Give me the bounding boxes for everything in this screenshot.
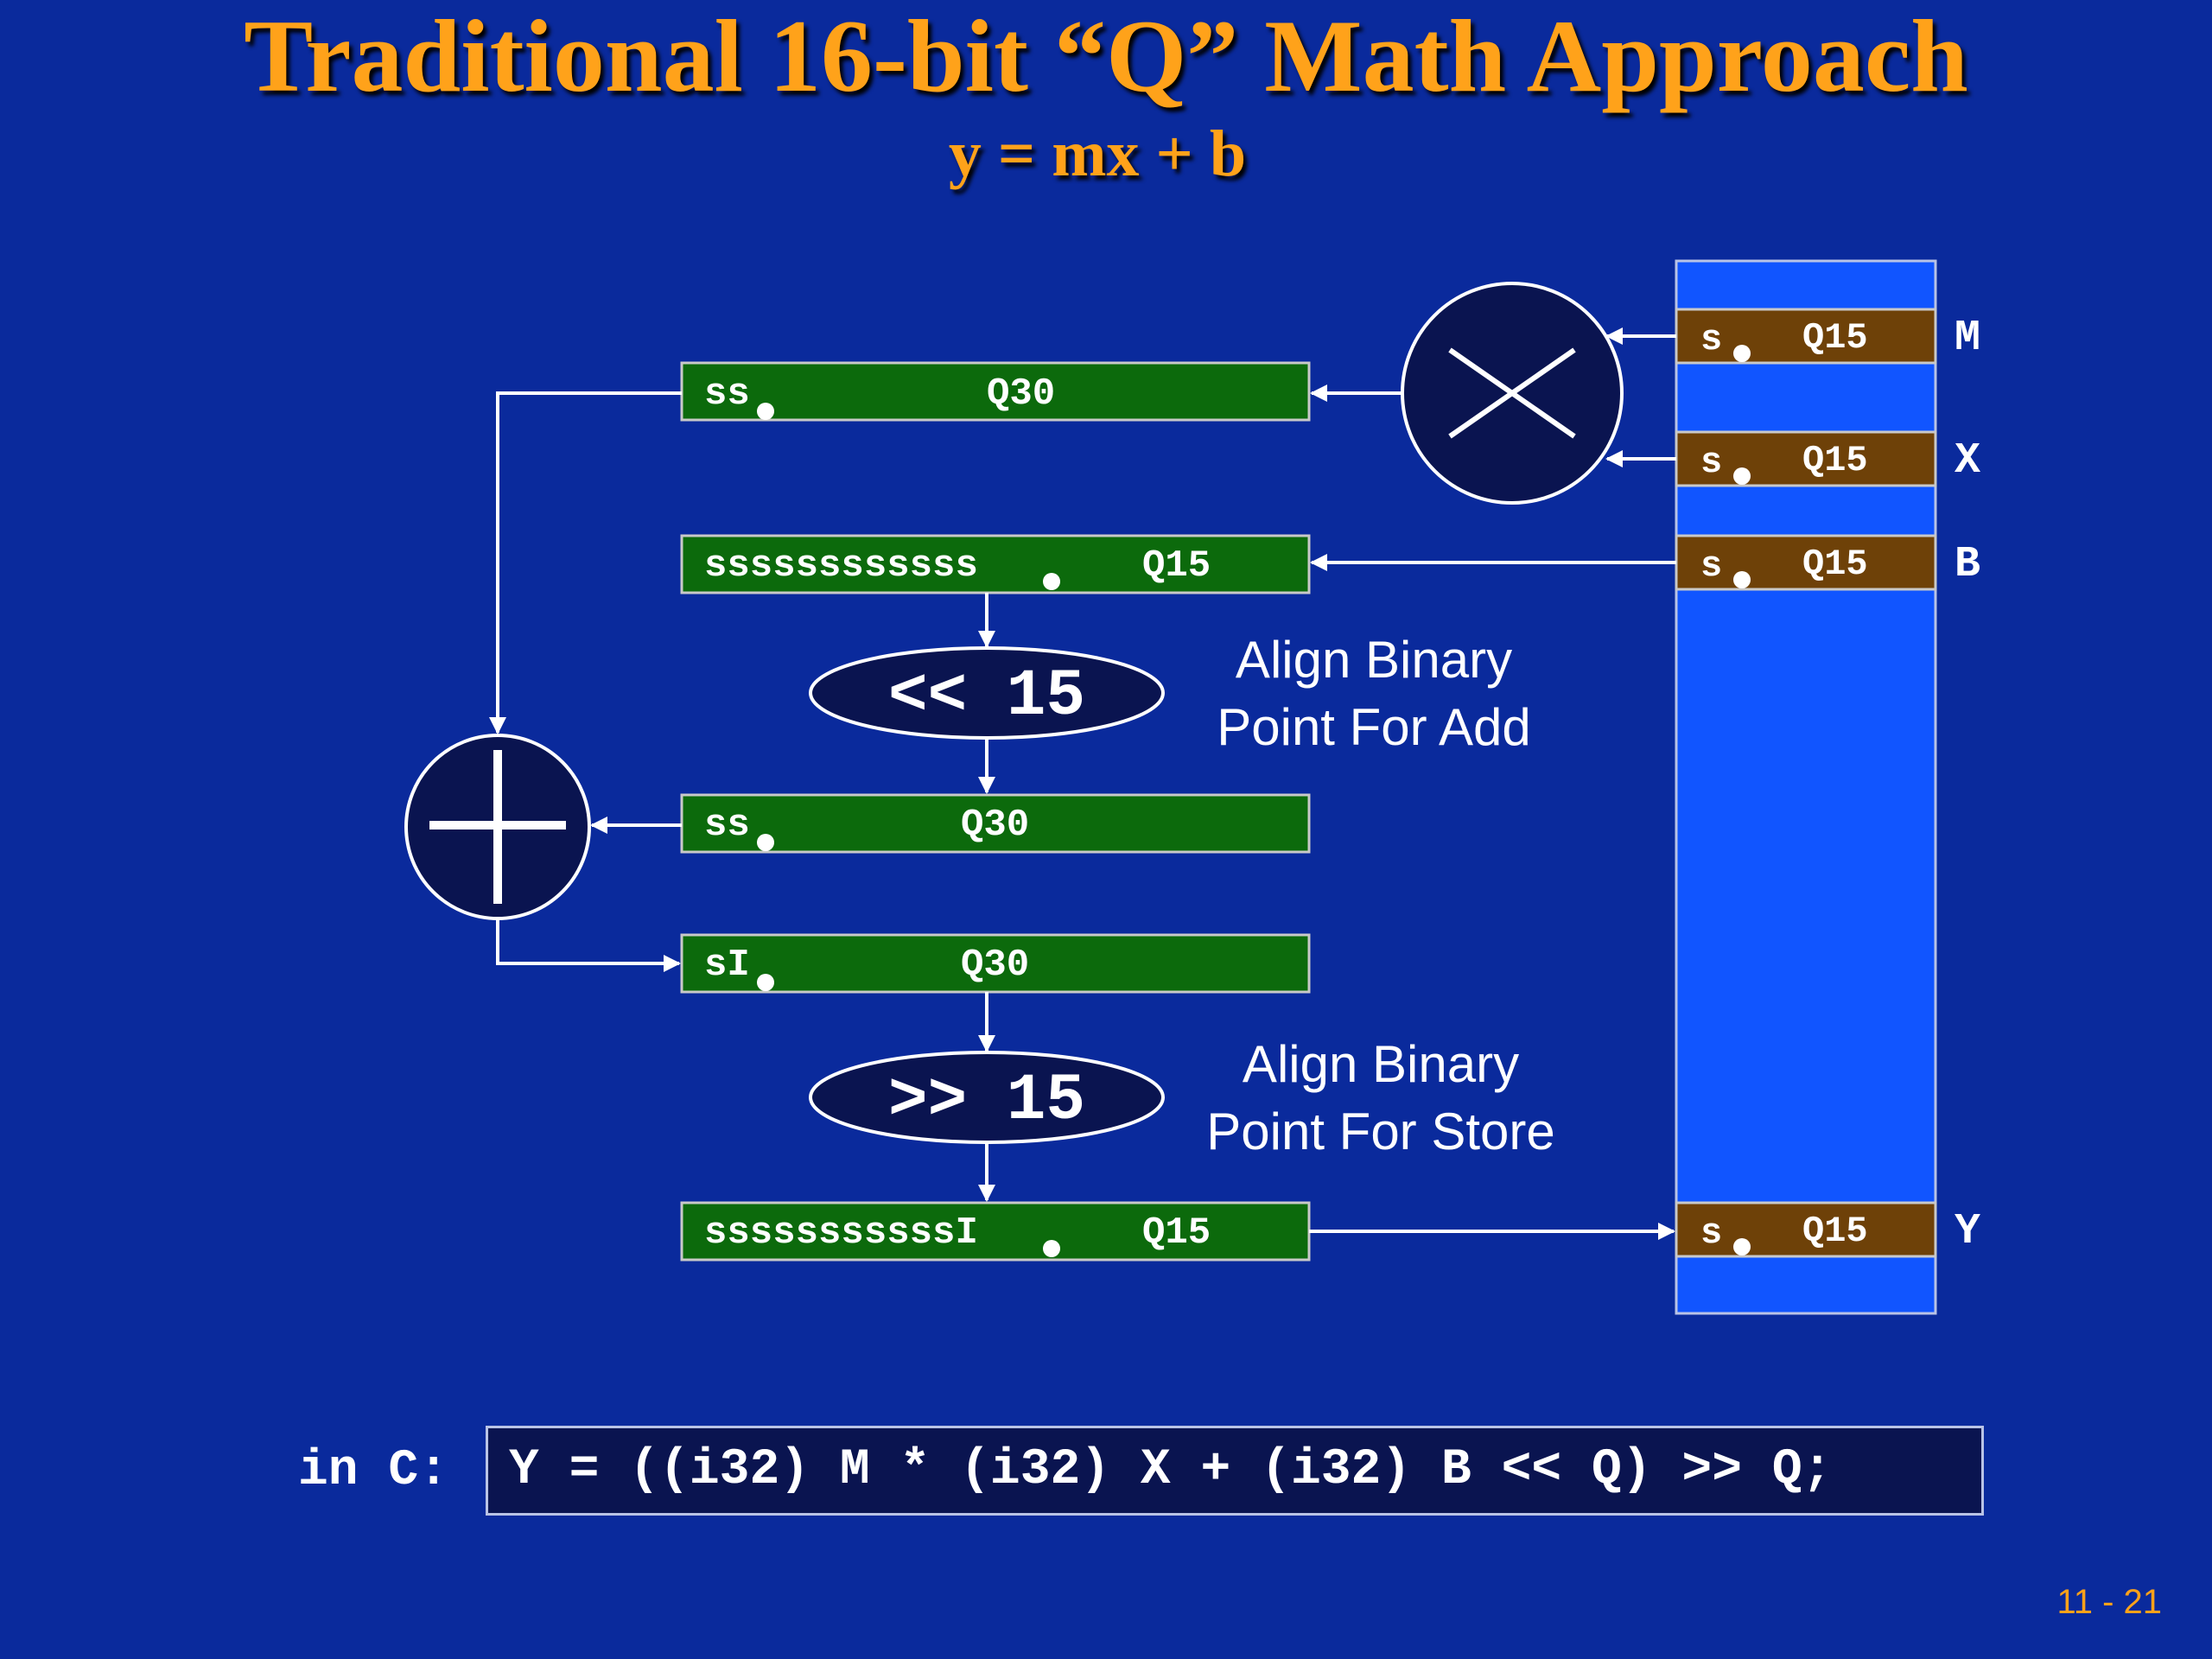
memory-column <box>1675 259 1937 1315</box>
slide-subtitle: y = mx + b <box>948 118 1247 190</box>
register-prefix: ss <box>704 804 750 847</box>
memory-cell-x: s Q15 <box>1675 430 1937 487</box>
note-align-add-line2: Point For Add <box>1217 698 1531 756</box>
shift-right-label: >> 15 <box>888 1064 1085 1138</box>
register-format: Q15 <box>1142 1211 1211 1255</box>
register-sum: sI Q30 <box>680 933 1311 994</box>
connectors <box>489 327 1676 1240</box>
register-format: Q15 <box>1142 544 1211 588</box>
note-align-store: Align Binary Point For Store <box>1206 1035 1555 1160</box>
memory-cell-sign: s <box>1700 442 1722 483</box>
page-number: 11 - 21 <box>2056 1583 2162 1621</box>
binary-point-dot <box>757 403 774 420</box>
memory-cell-m: s Q15 <box>1675 308 1937 365</box>
binary-point-dot <box>1733 571 1751 588</box>
code-expression: Y = ((i32) M * (i32) X + (i32) B << Q) >… <box>486 1426 1984 1516</box>
register-b-aligned: ss Q30 <box>680 793 1311 854</box>
note-align-store-line1: Align Binary <box>1243 1035 1519 1093</box>
shift-left-label: << 15 <box>888 659 1085 734</box>
memory-label-y: Y <box>1955 1207 1980 1256</box>
register-y-result: sssssssssssI Q15 <box>680 1201 1311 1262</box>
binary-point-dot <box>757 834 774 851</box>
arrow-product-to-add <box>489 391 682 734</box>
slide-title: Traditional 16-bit “Q” Math Approach <box>244 0 1968 113</box>
memory-label-m: M <box>1955 314 1980 363</box>
binary-point-dot <box>1733 467 1751 485</box>
register-b-loaded: ssssssssssss Q15 <box>680 534 1311 594</box>
binary-point-dot <box>1733 345 1751 362</box>
register-prefix: sI <box>704 944 750 987</box>
code-label: in C: <box>298 1443 449 1499</box>
memory-cell-format: Q15 <box>1802 1211 1868 1252</box>
register-format: Q30 <box>961 944 1029 987</box>
shift-left-operator: << 15 <box>809 646 1165 740</box>
memory-label-b: B <box>1955 540 1980 589</box>
note-align-add-line1: Align Binary <box>1236 631 1512 689</box>
binary-point-dot <box>1043 1240 1060 1257</box>
register-prefix: ss <box>704 372 750 416</box>
memory-cell-sign: s <box>1700 545 1722 587</box>
shift-right-operator: >> 15 <box>809 1051 1165 1144</box>
memory-cell-format: Q15 <box>1802 317 1868 359</box>
register-prefix: sssssssssssI <box>704 1211 978 1255</box>
note-align-add: Align Binary Point For Add <box>1217 631 1531 756</box>
binary-point-dot <box>1733 1238 1751 1255</box>
memory-cell-format: Q15 <box>1802 440 1868 481</box>
register-prefix: ssssssssssss <box>704 544 978 588</box>
register-format: Q30 <box>961 804 1029 847</box>
memory-cell-sign: s <box>1700 319 1722 360</box>
arrow-add-to-sum <box>496 918 681 972</box>
binary-point-dot <box>757 974 774 991</box>
memory-cell-y: s Q15 <box>1675 1201 1937 1258</box>
register-product: ss Q30 <box>680 361 1311 422</box>
memory-label-x: X <box>1955 436 1980 486</box>
memory-cell-format: Q15 <box>1802 543 1868 585</box>
memory-cell-b: s Q15 <box>1675 534 1937 591</box>
register-format: Q30 <box>987 372 1055 416</box>
add-operator <box>404 734 591 920</box>
note-align-store-line2: Point For Store <box>1206 1103 1555 1160</box>
multiply-operator <box>1401 282 1624 505</box>
memory-cell-sign: s <box>1700 1212 1722 1254</box>
binary-point-dot <box>1043 573 1060 590</box>
